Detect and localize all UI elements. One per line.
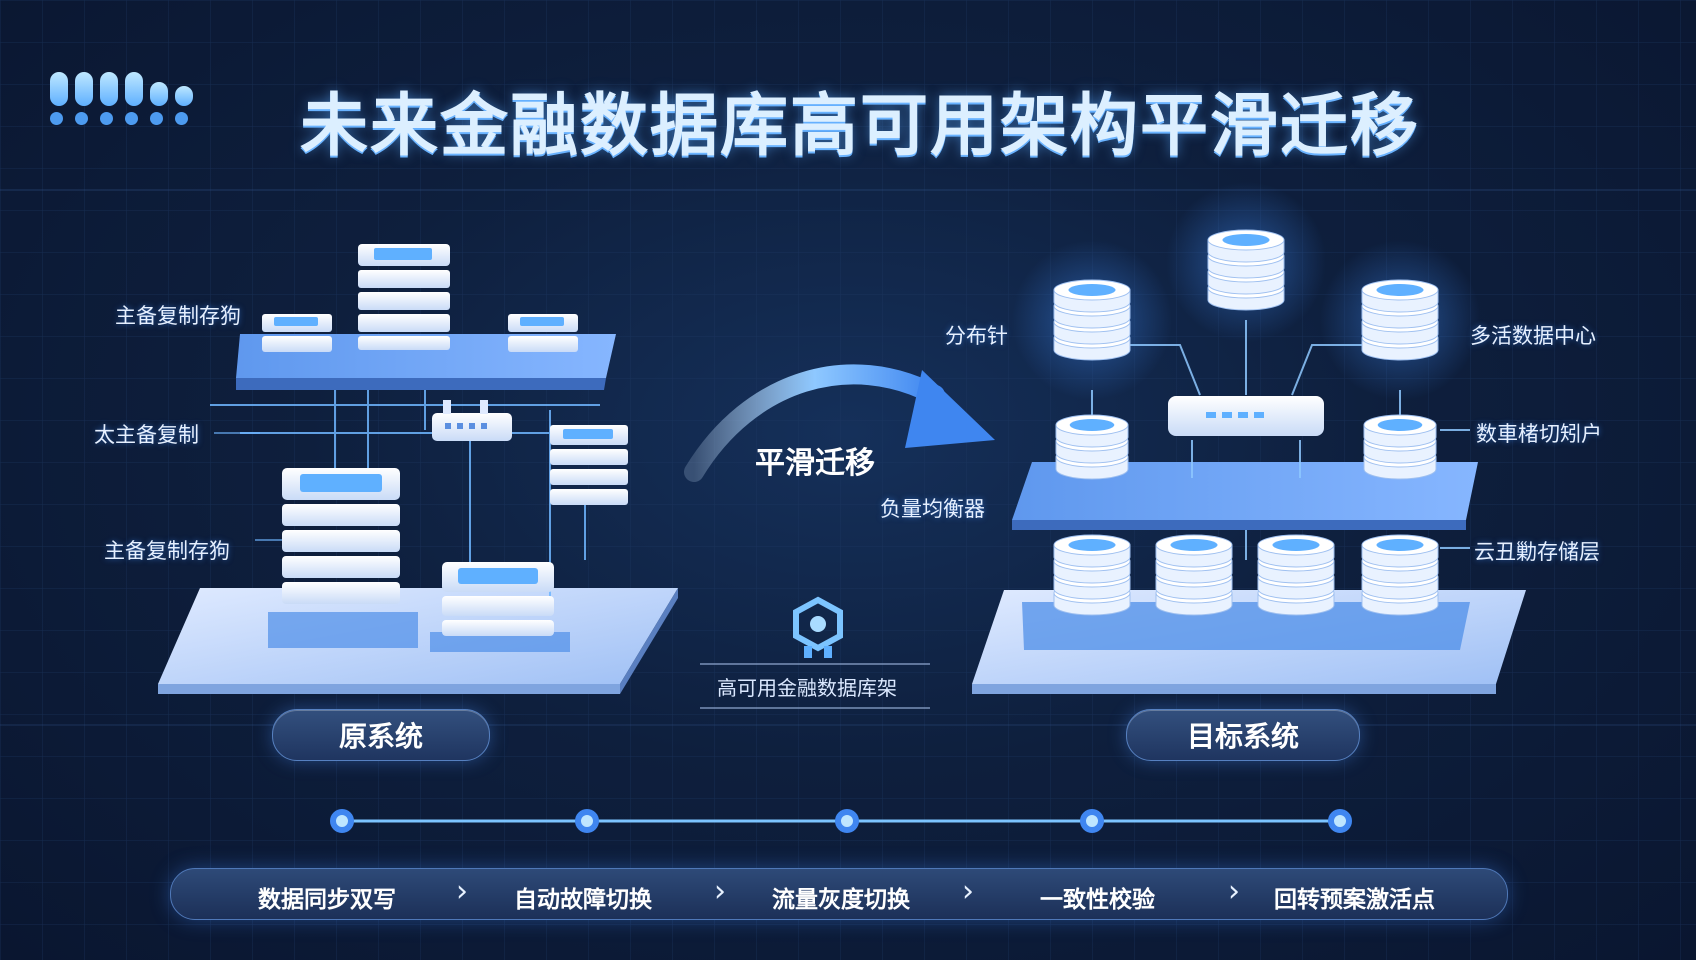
target-label-load-balancer: 负量均衡器 bbox=[880, 497, 985, 521]
flow-step-5: 回转预案激活点 bbox=[1274, 887, 1435, 913]
target-label-failover: 数車楮切矧户 bbox=[1476, 422, 1602, 446]
flow-step-3: 流量灰度切换 bbox=[772, 887, 910, 913]
chevron-right-icon: › bbox=[962, 874, 974, 909]
flow-step-4: 一致性校验 bbox=[1040, 887, 1155, 913]
logo bbox=[50, 72, 200, 132]
database-cylinder-icon bbox=[1361, 279, 1439, 361]
flow-step-1: 数据同步双写 bbox=[258, 887, 396, 913]
timeline-node-2 bbox=[575, 809, 599, 833]
timeline-node-1 bbox=[330, 809, 354, 833]
target-label-multi-dc: 多活数据中心 bbox=[1470, 324, 1596, 348]
target-label-distributed: 分布针 bbox=[945, 324, 1008, 348]
source-label-3: 主备复制存狗 bbox=[104, 539, 230, 563]
target-label-cloud-storage: 云丑勦存储层 bbox=[1474, 540, 1600, 564]
source-label-2: 太主备复制 bbox=[94, 423, 199, 447]
source-switch bbox=[432, 400, 512, 441]
source-system-graphic bbox=[158, 244, 678, 694]
chevron-right-icon: › bbox=[1228, 874, 1240, 909]
source-server-mid-right bbox=[550, 425, 628, 505]
target-database-cylinders bbox=[1053, 229, 1439, 616]
source-server-top-left bbox=[262, 314, 332, 352]
source-server-top-center bbox=[358, 244, 450, 350]
shield-icon bbox=[700, 596, 930, 709]
timeline-node-4 bbox=[1080, 809, 1104, 833]
timeline-node-3 bbox=[835, 809, 859, 833]
flow-step-2: 自动故障切换 bbox=[514, 887, 652, 913]
database-cylinder-icon bbox=[1053, 279, 1131, 361]
center-caption: 高可用金融数据库架 bbox=[717, 676, 897, 700]
source-label-1: 主备复制存狗 bbox=[115, 304, 241, 328]
timeline bbox=[330, 809, 1352, 833]
migration-label: 平滑迁移 bbox=[755, 446, 875, 481]
timeline-node-5 bbox=[1328, 809, 1352, 833]
target-system-pill: 目标系统 bbox=[1126, 709, 1360, 761]
source-server-top-right bbox=[508, 314, 578, 352]
database-cylinder-icon bbox=[1155, 534, 1233, 616]
source-system-pill: 原系统 bbox=[272, 709, 490, 761]
target-mid-platform bbox=[1012, 462, 1478, 520]
flow-steps-bar bbox=[170, 868, 1508, 920]
source-server-large bbox=[268, 468, 418, 648]
database-cylinder-icon bbox=[1363, 414, 1437, 480]
chevron-right-icon: › bbox=[456, 874, 468, 909]
page-title: 未来金融数据库高可用架构平滑迁移 bbox=[300, 87, 1421, 166]
database-cylinder-icon bbox=[1361, 534, 1439, 616]
database-cylinder-icon bbox=[1257, 534, 1335, 616]
database-cylinder-icon bbox=[1207, 229, 1285, 311]
load-balancer-device bbox=[1168, 396, 1324, 436]
chevron-right-icon: › bbox=[714, 874, 726, 909]
source-server-front bbox=[430, 562, 570, 652]
database-cylinder-icon bbox=[1055, 414, 1129, 480]
migration-arrow bbox=[684, 364, 995, 482]
database-cylinder-icon bbox=[1053, 534, 1131, 616]
